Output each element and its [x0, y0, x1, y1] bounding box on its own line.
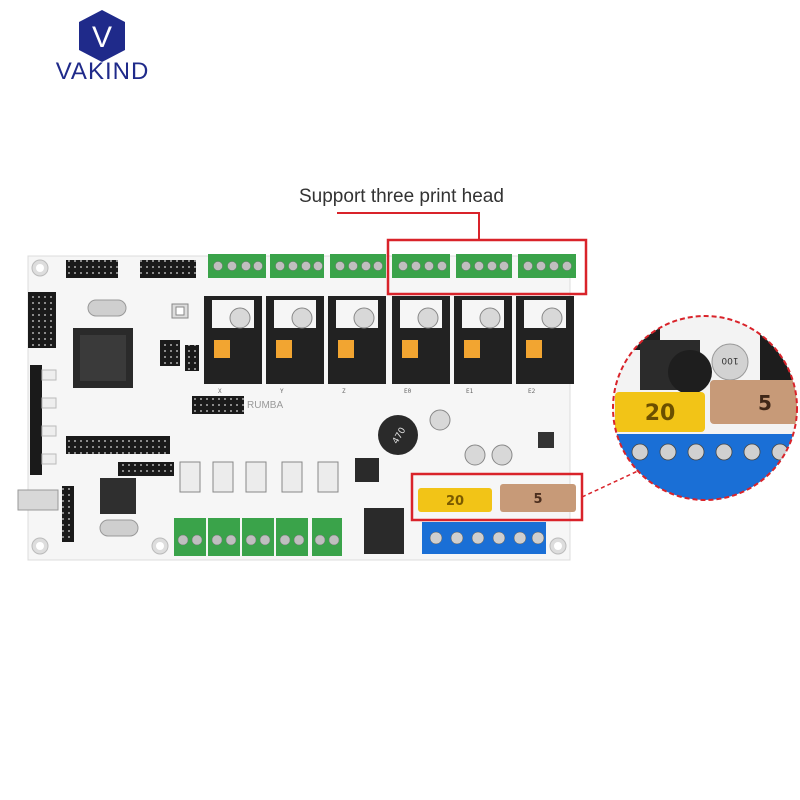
header-endstops [28, 292, 56, 348]
axis-label-x: X [218, 388, 222, 395]
zoom-detail: 100 20 5 [613, 316, 797, 500]
axis-label-y: Y [280, 388, 284, 395]
brand-logo: V VAKIND [40, 10, 165, 85]
fuse-20 [418, 488, 492, 512]
header-exp3 [66, 436, 170, 454]
zoom-fuse-20-label: 20 [645, 401, 676, 426]
print-head-highlight [386, 238, 588, 296]
fuse-20-label: 20 [446, 494, 464, 509]
header-exp1 [140, 260, 196, 278]
zoom-fuse-5 [710, 380, 797, 424]
callout-connector [337, 212, 480, 240]
header-jtag [192, 396, 244, 414]
usb-port [17, 489, 59, 511]
inductor [378, 415, 418, 455]
board-name: RUMBA [247, 400, 283, 411]
callout-label: Support three print head [299, 186, 504, 207]
brand-name: VAKIND [55, 58, 150, 85]
zoom-fuse-5-label: 5 [758, 391, 772, 415]
axis-label-e1: E1 [466, 388, 474, 395]
logo-letter: V [92, 21, 112, 54]
thermistor-header [30, 365, 42, 475]
stepper-drivers [204, 296, 574, 384]
zoom-fuse-20 [615, 392, 705, 432]
fuse-5-label: 5 [533, 492, 542, 507]
axis-label-e2: E2 [528, 388, 536, 395]
usb-chip [100, 478, 136, 514]
axis-label-e0: E0 [404, 388, 412, 395]
voltage-regulator [364, 508, 404, 554]
logo-hexagon-icon: V [79, 10, 125, 62]
zoom-capacitor-label: 100 [721, 355, 738, 365]
axis-label-z: Z [342, 388, 346, 395]
header-exp2 [66, 260, 118, 278]
motor-terminals [208, 254, 576, 278]
zoom-connector [581, 469, 641, 498]
fuse-5 [500, 484, 576, 512]
